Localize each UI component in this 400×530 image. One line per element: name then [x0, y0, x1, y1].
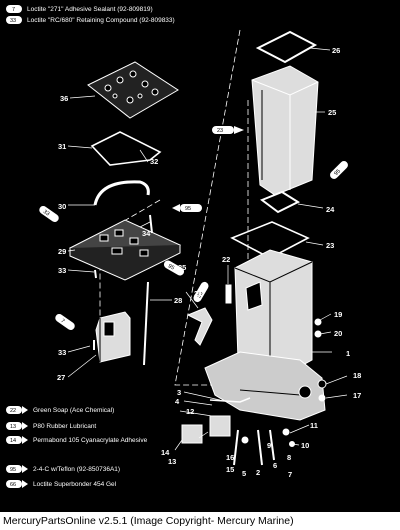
legend-code: 7	[12, 7, 15, 13]
callout-tag: 33	[193, 281, 209, 303]
part-number-13: 13	[168, 457, 176, 466]
legend-item: 66 Loctite Superbonder 454 Gel	[6, 480, 117, 488]
part-number-23: 23	[326, 241, 334, 250]
legend-label: 2-4-C w/Teflon (92-850736A1)	[33, 466, 120, 473]
callout-tag: 23	[212, 126, 244, 134]
callout-tag: 7	[55, 313, 75, 331]
part-26-gasket	[255, 30, 318, 64]
part-number-12: 12	[186, 407, 194, 416]
callout-tag-label: 33	[42, 209, 50, 217]
legend-label: P80 Rubber Lubricant	[33, 423, 96, 430]
legend-top: 7 Loctite "271" Adhesive Sealant (92-809…	[6, 5, 175, 24]
part-number-4: 4	[175, 397, 180, 406]
part-number-11: 11	[310, 421, 318, 430]
part-number-14: 14	[161, 448, 170, 457]
part-number-24: 24	[326, 205, 335, 214]
callout-tag-label: 95	[167, 263, 175, 271]
callout-tag: 95	[172, 204, 202, 212]
part-number-3: 3	[177, 388, 181, 397]
legend-item: 22 Green Soap (Ace Chemical)	[6, 406, 114, 414]
legend-code: 14	[10, 438, 16, 444]
part-number-labels: 1 2 3 4 5 6 7 8 9 10 11 12 13 14 15 16 1…	[57, 46, 361, 479]
part-number-7: 7	[288, 470, 292, 479]
part-34-bolt	[149, 214, 153, 234]
callout-tag-label: 95	[333, 168, 342, 177]
part-number-29: 29	[58, 247, 66, 256]
legend-code: 22	[10, 408, 16, 414]
callout-tag-label: 7	[59, 318, 65, 325]
legend-code: 13	[10, 424, 16, 430]
part-number-6: 6	[273, 461, 277, 470]
callout-tag-label: 23	[217, 128, 223, 134]
part-number-34: 34	[142, 229, 151, 238]
part-number-26: 26	[332, 46, 340, 55]
part-23-gasket	[230, 221, 310, 259]
part-27-bracket	[95, 311, 131, 363]
part-number-36: 36	[60, 94, 68, 103]
legend-code: 95	[10, 467, 16, 473]
part-number-8: 8	[287, 453, 291, 462]
part-number-30: 30	[58, 202, 66, 211]
callout-tag-label: 33	[196, 291, 204, 299]
callout-tag: 95	[163, 260, 185, 276]
part-number-9: 9	[267, 441, 271, 450]
part-number-1: 1	[346, 349, 350, 358]
part-number-19: 19	[334, 310, 342, 319]
legend-code: 33	[10, 18, 16, 24]
legend-item: 95 2-4-C w/Teflon (92-850736A1)	[6, 465, 120, 473]
part-number-22: 22	[222, 255, 230, 264]
legend-item: 14 Permabond 105 Cyanacrylate Adhesive	[6, 436, 148, 444]
part-number-16: 16	[226, 453, 234, 462]
legend-code: 66	[10, 482, 16, 488]
small-parts	[93, 269, 327, 466]
legend-label: Loctite "RC/680" Retaining Compound (92-…	[27, 17, 175, 24]
part-number-27: 27	[57, 373, 65, 382]
part-30-seal	[93, 180, 150, 206]
legend-label: Green Soap (Ace Chemical)	[33, 407, 114, 414]
part-28-rod	[143, 281, 149, 366]
part-21-bracket	[186, 307, 213, 346]
part-number-35: 35	[178, 263, 186, 272]
part-number-33: 33	[58, 266, 66, 275]
part-29-adapter-plate	[68, 219, 182, 281]
part-number-18: 18	[353, 371, 361, 380]
callout-tag-label: 95	[185, 206, 191, 212]
legend-item: 33 Loctite "RC/680" Retaining Compound (…	[6, 16, 175, 24]
legend-label: Permabond 105 Cyanacrylate Adhesive	[33, 437, 148, 444]
part-number-33-b: 33	[58, 348, 66, 357]
legend-item: 13 P80 Rubber Lubricant	[6, 422, 96, 430]
part-number-31: 31	[58, 142, 66, 151]
gearcase	[204, 351, 326, 421]
part-number-17: 17	[353, 391, 361, 400]
part-24-seal	[259, 190, 301, 214]
legend-bottom: 22 Green Soap (Ace Chemical) 13 P80 Rubb…	[6, 406, 148, 488]
legend-label: Loctite "271" Adhesive Sealant (92-80981…	[27, 6, 153, 13]
part-number-10: 10	[301, 441, 309, 450]
legend-label: Loctite Superbonder 454 Gel	[33, 481, 117, 488]
legend-item: 7 Loctite "271" Adhesive Sealant (92-809…	[6, 5, 153, 13]
exploded-parts-diagram: 7 Loctite "271" Adhesive Sealant (92-809…	[6, 5, 361, 488]
callout-tags: 23 95 95 33 95 7 33	[39, 126, 348, 331]
part-number-20: 20	[334, 329, 342, 338]
part-36-plate	[87, 61, 179, 119]
part-number-21: 21	[194, 289, 202, 298]
callout-tag: 33	[39, 205, 59, 223]
part-number-2: 2	[256, 468, 260, 477]
part-number-28: 28	[174, 296, 182, 305]
dashed-guide-line	[99, 199, 161, 340]
part-number-15: 15	[226, 465, 234, 474]
part-number-25: 25	[328, 108, 336, 117]
copyright-footer: MercuryPartsOnline v2.5.1 (Image Copyrig…	[0, 512, 400, 530]
part-25-housing	[251, 65, 319, 196]
part-31-gasket	[90, 131, 162, 166]
part-number-5: 5	[242, 469, 246, 478]
callout-tag: 95	[330, 161, 348, 179]
part-number-32: 32	[150, 157, 158, 166]
leader-lines	[67, 47, 348, 451]
